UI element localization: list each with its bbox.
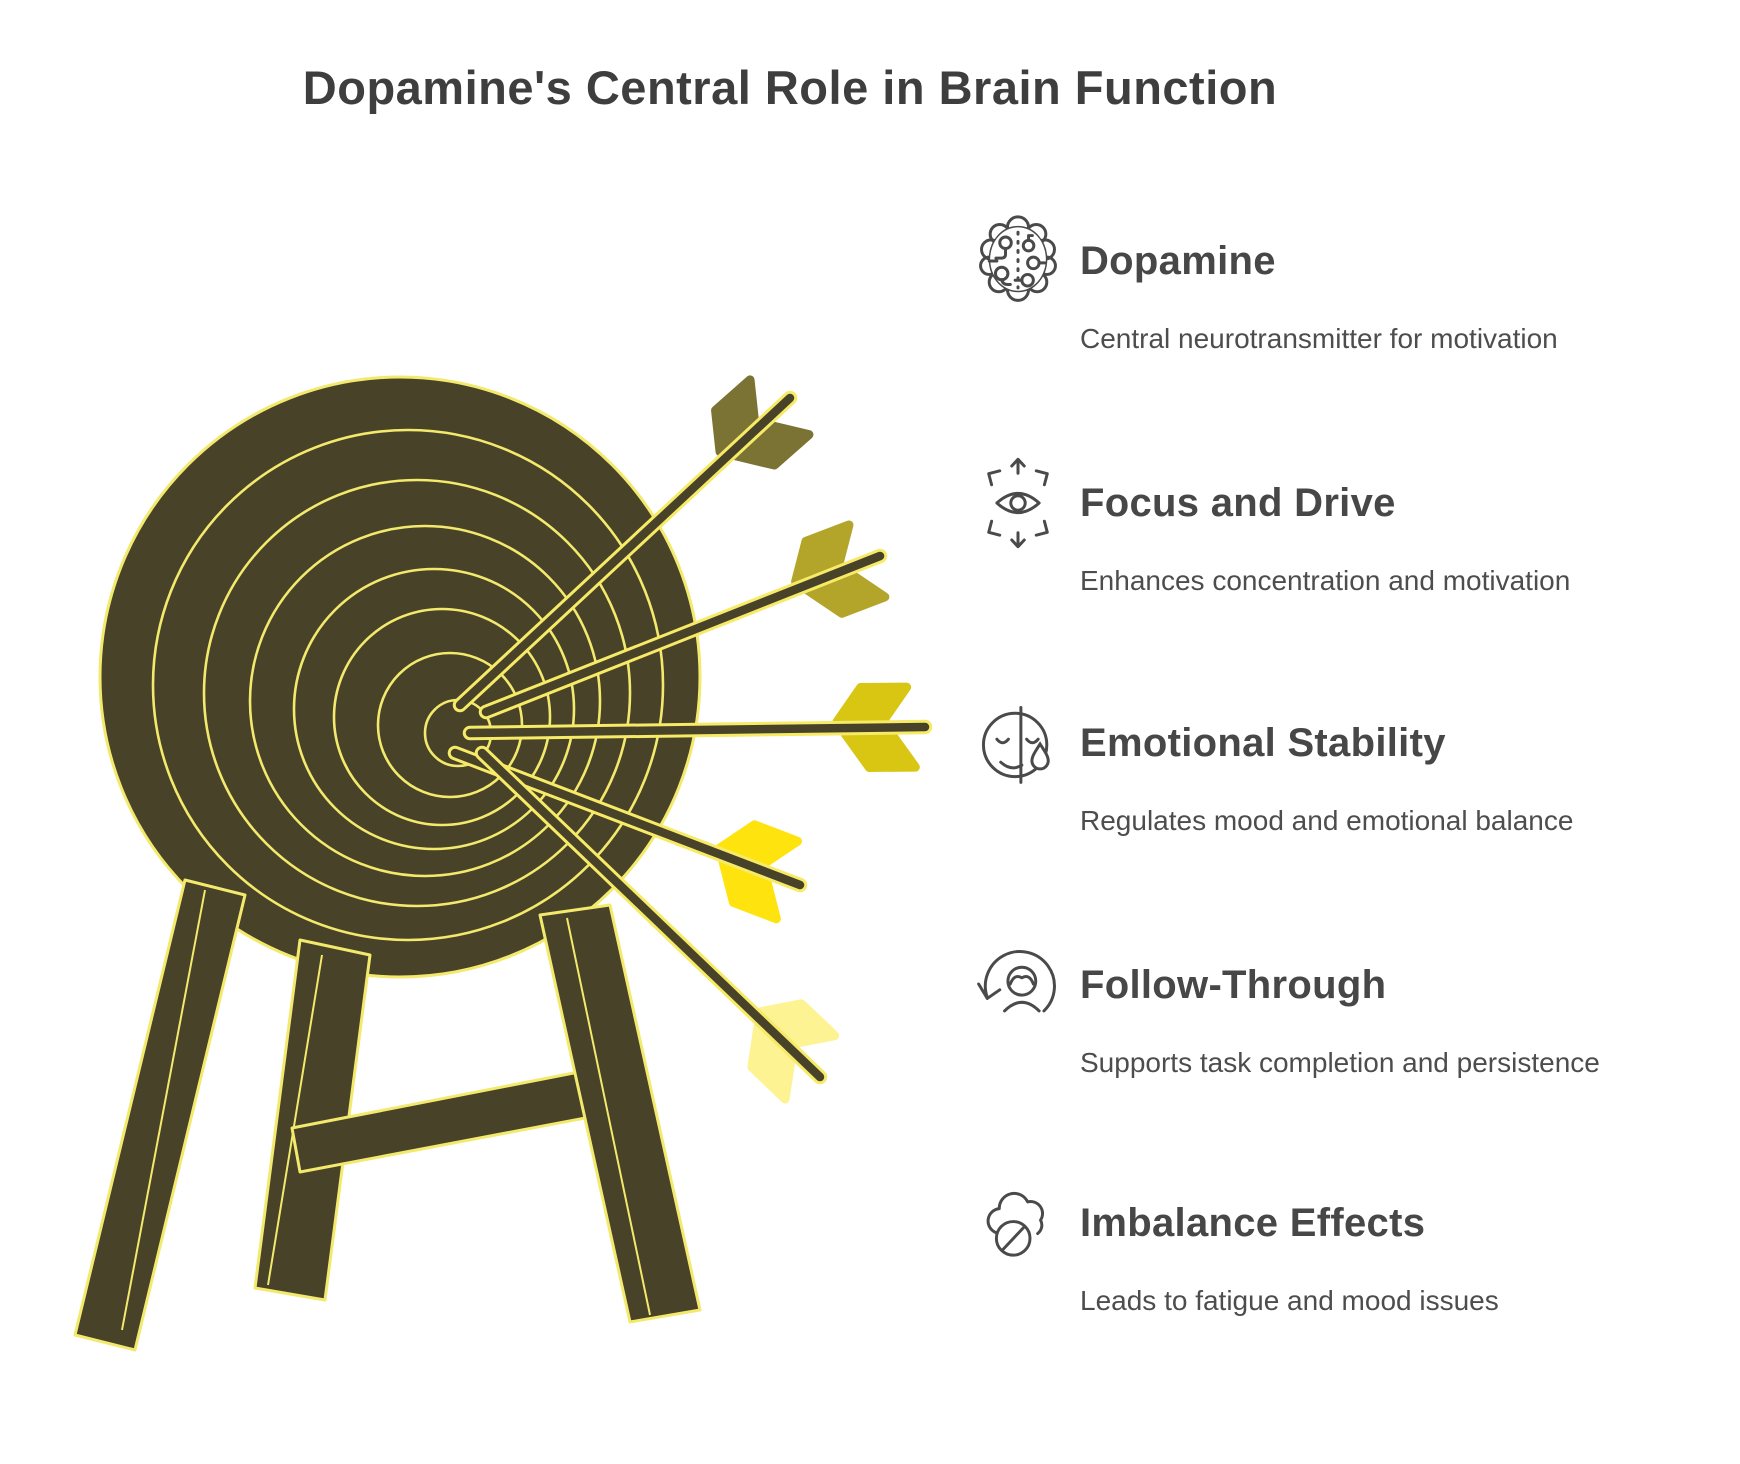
item-description: Supports task completion and persistence <box>1080 1047 1600 1078</box>
person-loop-arrow-icon <box>977 950 1056 1013</box>
arrow-1 <box>452 375 814 713</box>
arrow-2 <box>478 520 890 720</box>
item-title: Follow-Through <box>1080 962 1387 1007</box>
page-title: Dopamine's Central Role in Brain Functio… <box>302 61 1278 114</box>
item-title: Focus and Drive <box>1080 480 1396 525</box>
item-description: Leads to fatigue and mood issues <box>1080 1285 1499 1316</box>
item-description: Enhances concentration and motivation <box>1080 565 1571 596</box>
list-item-focus-and-drive: Focus and Drive Enhances concentration a… <box>950 455 1690 597</box>
face-teardrop-icon <box>981 705 1050 784</box>
item-description: Central neurotransmitter for motivation <box>1080 323 1558 354</box>
arrow-3 <box>462 682 933 772</box>
item-description: Regulates mood and emotional balance <box>1080 805 1574 836</box>
list-item-imbalance-effects: Imbalance Effects Leads to fatigue and m… <box>950 1175 1690 1317</box>
item-title: Imbalance Effects <box>1080 1200 1426 1245</box>
cloud-prohibition-icon <box>986 1191 1044 1257</box>
target-stand <box>73 878 702 1352</box>
item-title: Emotional Stability <box>1080 720 1446 765</box>
item-title: Dopamine <box>1080 238 1276 283</box>
eye-focus-arrows-icon <box>987 457 1049 549</box>
arrow-5 <box>474 745 840 1104</box>
list-item-dopamine: Dopamine Central neurotransmitter for mo… <box>950 213 1690 355</box>
list-item-follow-through: Follow-Through Supports task completion … <box>950 937 1690 1079</box>
list-item-emotional-stability: Emotional Stability Regulates mood and e… <box>950 695 1690 837</box>
brain-icon <box>979 215 1057 302</box>
